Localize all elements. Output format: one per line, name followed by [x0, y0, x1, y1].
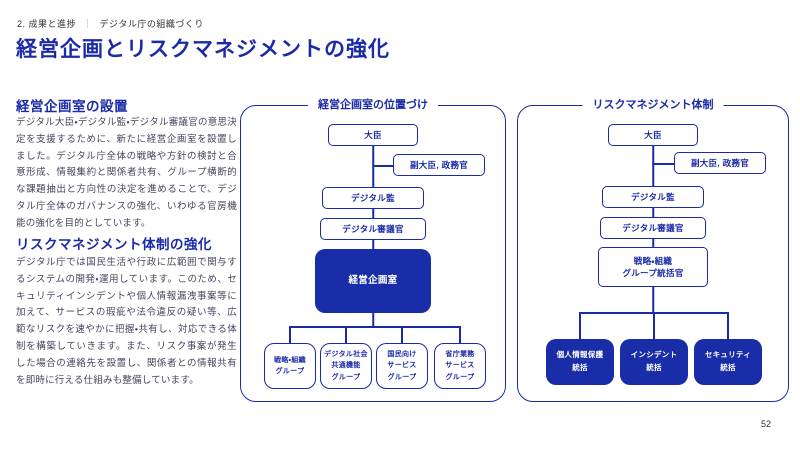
- connector: [727, 312, 729, 339]
- page-number: 52: [760, 419, 771, 429]
- node-management-planning-office: 経営企画室: [315, 249, 431, 313]
- connector: [652, 287, 654, 312]
- connector: [345, 326, 347, 343]
- connector: [372, 209, 374, 218]
- connector: [653, 312, 655, 339]
- node-minister: 大臣: [608, 124, 698, 146]
- section-heading-risk-management: リスクマネジメント体制の強化: [16, 237, 212, 252]
- connector: [372, 240, 374, 249]
- connector: [290, 326, 460, 328]
- connector: [372, 146, 374, 187]
- org-chart-risk-panel: リスクマネジメント体制 大臣 副大臣, 政務官 デジタル監 デジタル審議官 戦略…: [517, 98, 789, 402]
- node-ministry-services-group: 省庁業務 サービス グループ: [434, 343, 486, 389]
- node-security-unit: セキュリティ 統括: [694, 339, 762, 385]
- node-digital-councillor: デジタル審議官: [320, 218, 426, 240]
- node-digital-councillor: デジタル審議官: [600, 217, 706, 239]
- section-heading-planning-office: 経営企画室の設置: [16, 99, 128, 114]
- connector: [401, 326, 403, 343]
- org-chart-risk-title: リスクマネジメント体制: [582, 98, 724, 113]
- node-vice-ministers: 副大臣, 政務官: [674, 152, 766, 174]
- node-strategy-organization-group-director: 戦略・組織 グループ統括官: [598, 247, 708, 287]
- connector: [652, 239, 654, 247]
- connector: [372, 313, 374, 326]
- node-digital-superintendent: デジタル監: [602, 186, 704, 208]
- node-citizen-services-group: 国民向け サービス グループ: [376, 343, 428, 389]
- connector: [373, 165, 394, 167]
- node-personal-information-protection-unit: 個人情報保護 統括: [546, 339, 614, 385]
- breadcrumb-subsection: デジタル庁の組織づくり: [99, 19, 204, 29]
- breadcrumb-separator: ｜: [83, 19, 93, 29]
- breadcrumb: 2. 成果と進捗 ｜ デジタル庁の組織づくり: [17, 17, 204, 30]
- node-strategy-organization-group: 戦略・組織 グループ: [264, 343, 316, 389]
- org-chart-planning-title: 経営企画室の位置づけ: [308, 98, 438, 113]
- connector: [653, 163, 675, 165]
- section-body-planning-office: デジタル大臣・デジタル監・デジタル審議官の意思決定を支援するために、新たに経営企…: [16, 117, 237, 229]
- connector: [459, 326, 461, 343]
- node-digital-society-common-functions-group: デジタル社会 共通機能 グループ: [320, 343, 372, 389]
- node-minister: 大臣: [328, 124, 418, 146]
- node-digital-superintendent: デジタル監: [322, 187, 424, 209]
- connector: [652, 146, 654, 186]
- connector: [289, 326, 291, 343]
- page-title: 経営企画とリスクマネジメントの強化: [16, 38, 390, 61]
- breadcrumb-section: 2. 成果と進捗: [17, 19, 77, 29]
- connector: [652, 208, 654, 217]
- node-incident-unit: インシデント 統括: [620, 339, 688, 385]
- section-body-risk-management: デジタル庁では国民生活や行政に広範囲で関与するシステムの開発・運用しています。こ…: [16, 257, 237, 386]
- node-vice-ministers: 副大臣, 政務官: [393, 154, 485, 176]
- org-chart-planning-panel: 経営企画室の位置づけ 大臣 副大臣, 政務官 デジタル監 デジタル審議官 経営企…: [240, 98, 506, 402]
- connector: [579, 312, 581, 339]
